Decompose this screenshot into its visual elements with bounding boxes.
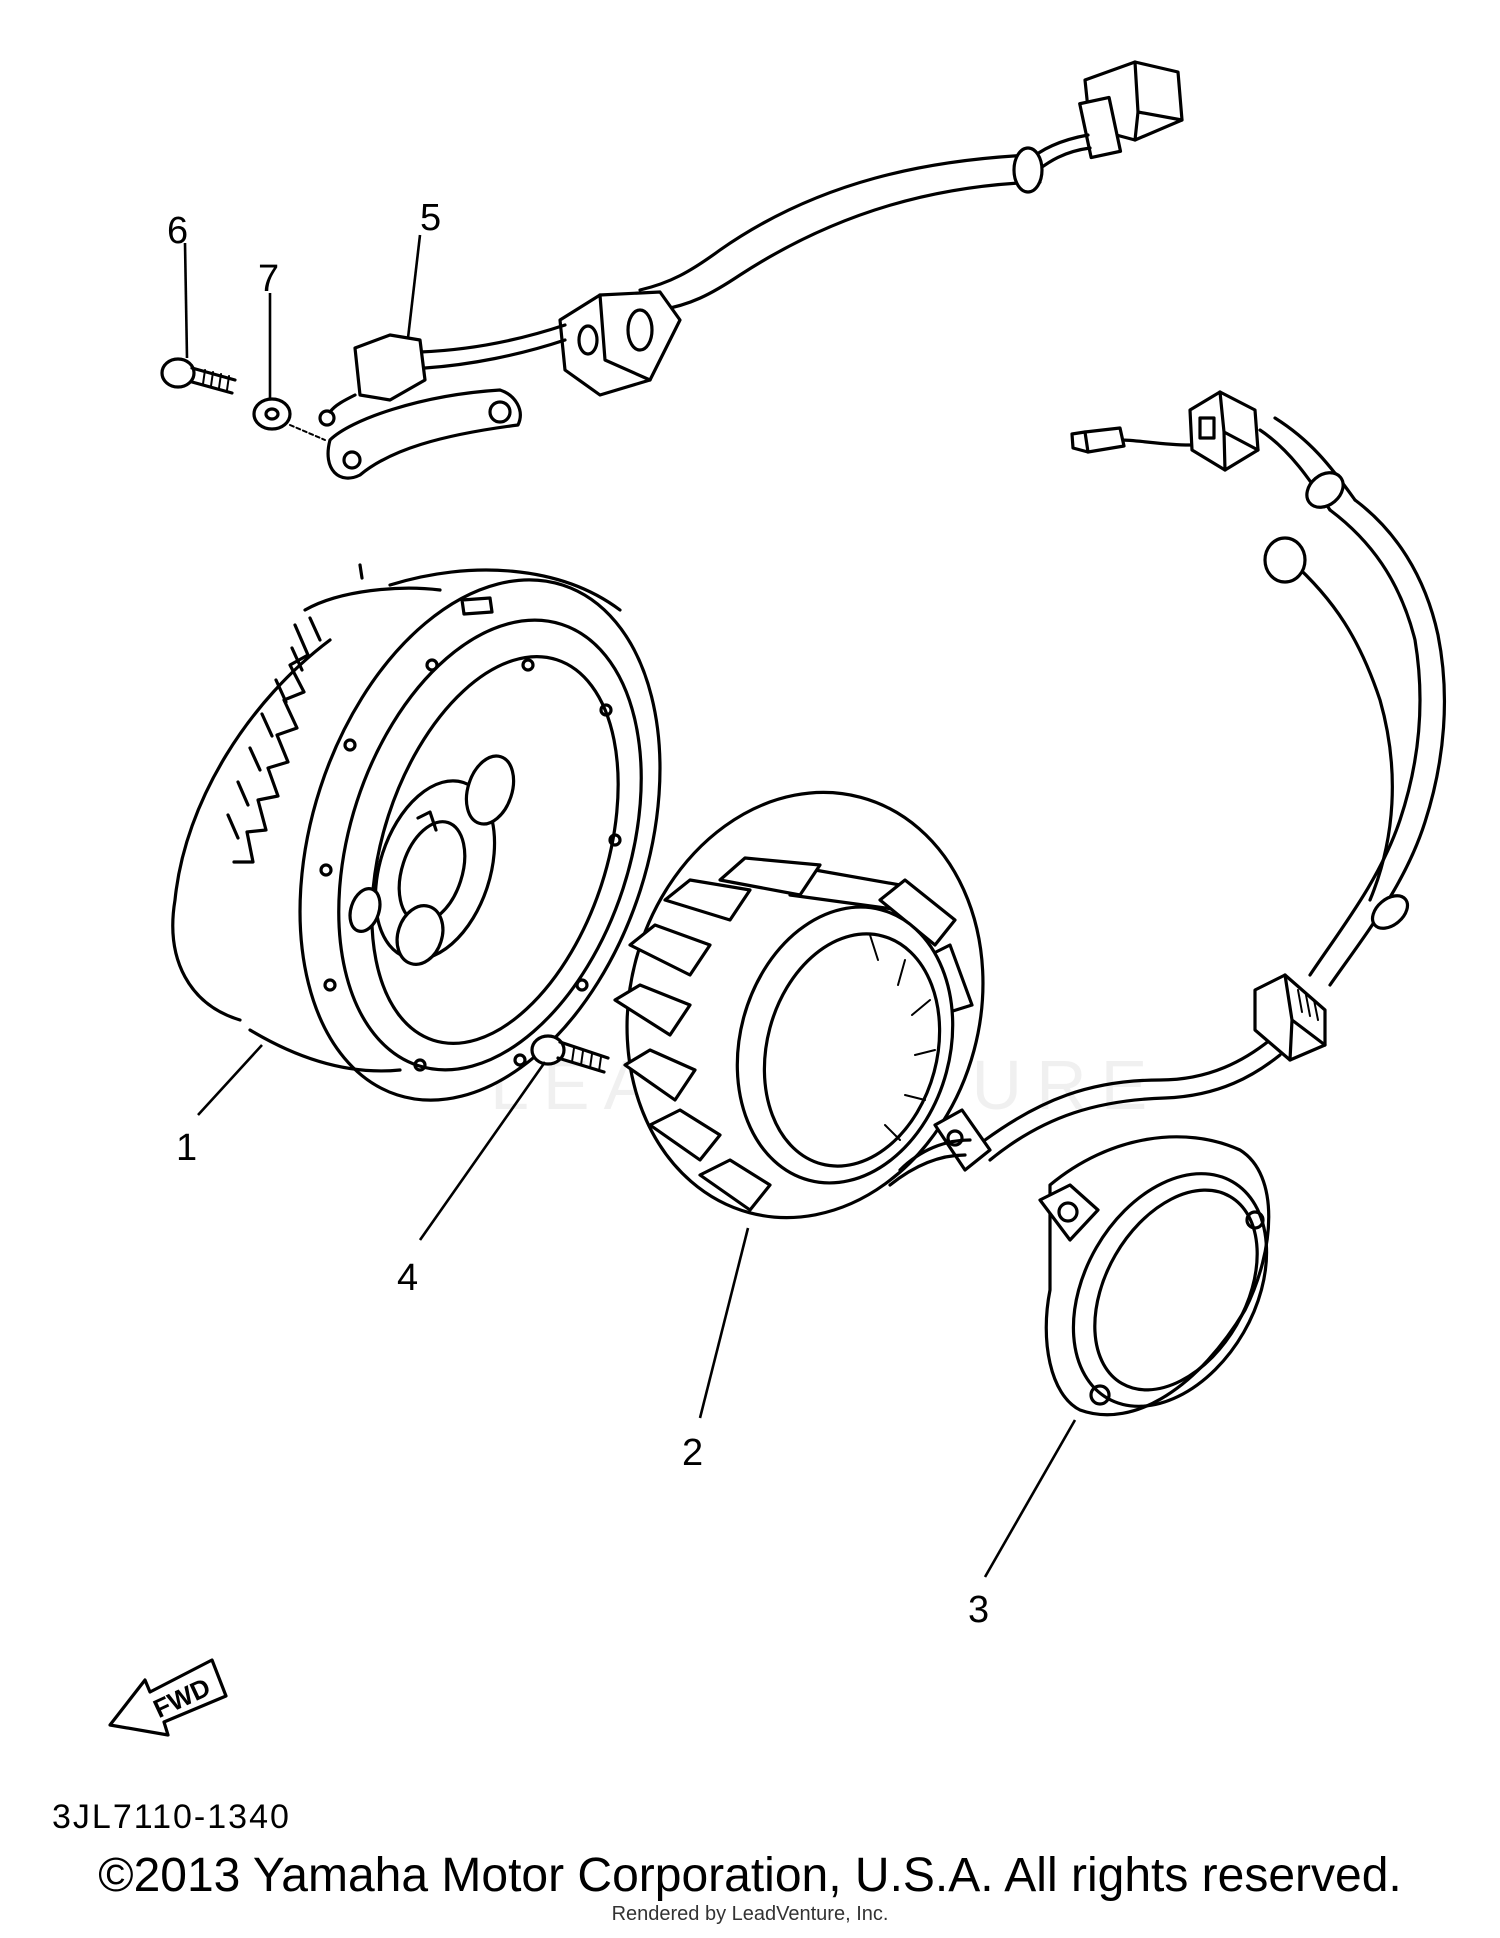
callout-3: 3	[968, 1589, 989, 1631]
pickup-coil-assembly[interactable]	[318, 60, 1184, 480]
callout-6: 6	[167, 210, 188, 252]
leader-4	[418, 1061, 547, 1241]
callout-1: 1	[176, 1127, 197, 1169]
callout-5: 5	[420, 197, 441, 239]
leader-6	[183, 242, 189, 359]
stator-assembly[interactable]	[580, 752, 1282, 1258]
fwd-arrow-icon: FWD	[108, 1658, 228, 1737]
rendered-by-notice: Rendered by LeadVenture, Inc.	[611, 1903, 889, 1925]
stator-harness[interactable]	[1070, 390, 1447, 1062]
diagram-code: 3JL7110-1340	[52, 1798, 291, 1836]
copyright-notice: ©2013 Yamaha Motor Corporation, U.S.A. A…	[98, 1849, 1402, 1902]
callout-7: 7	[258, 258, 279, 300]
leader-5	[406, 234, 422, 339]
callout-4: 4	[397, 1257, 418, 1299]
washer[interactable]	[252, 397, 326, 441]
leader-3	[983, 1419, 1077, 1578]
rotor-flywheel[interactable]	[171, 533, 723, 1147]
pickup-coil-screw[interactable]	[160, 357, 237, 395]
leader-2	[698, 1227, 750, 1419]
stator-cover[interactable]	[1034, 1135, 1306, 1441]
callout-2: 2	[682, 1432, 703, 1474]
leader-1	[197, 1044, 263, 1116]
stator-bolt[interactable]	[530, 1034, 610, 1074]
